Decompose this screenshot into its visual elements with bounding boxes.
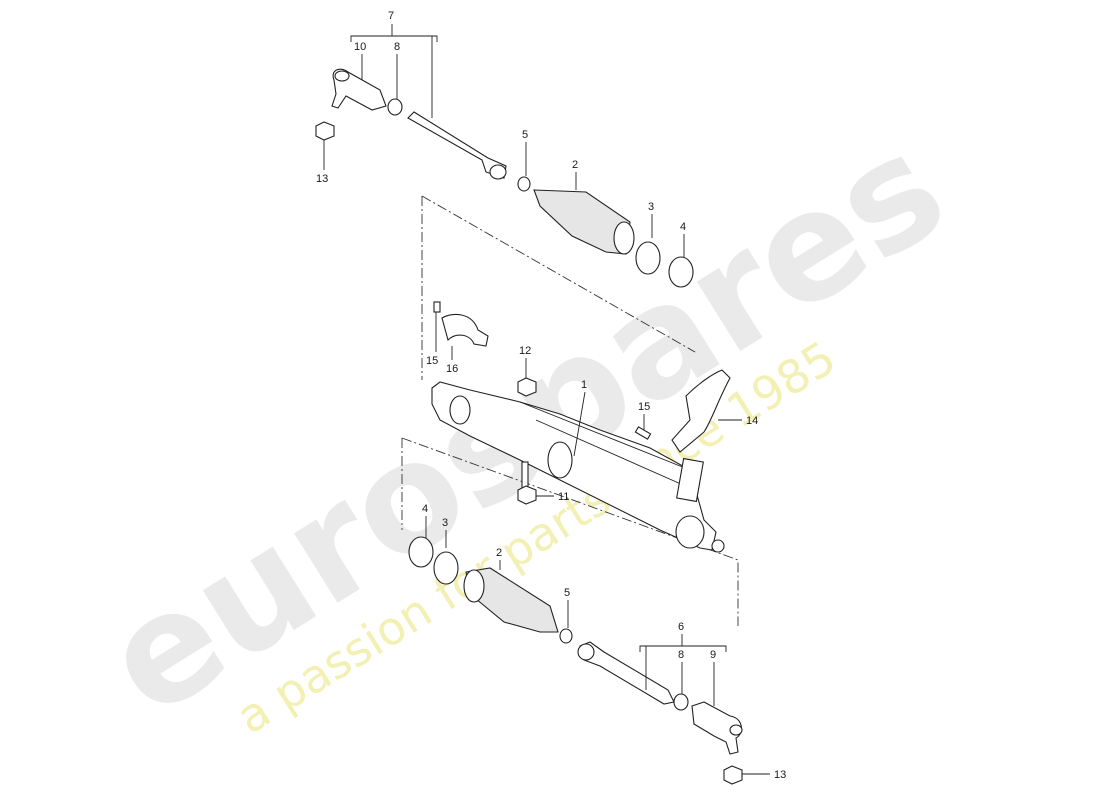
callout-labels: 7 10 8 13 5 2 3 4 15 16 12 1 15 14 11 4 … bbox=[316, 10, 786, 781]
callout-13-bottom: 13 bbox=[774, 769, 786, 781]
nut-13-bottom bbox=[723, 765, 743, 785]
callout-2-top: 2 bbox=[572, 159, 578, 171]
callout-2-bottom: 2 bbox=[496, 547, 502, 559]
bolt-15-right bbox=[634, 414, 652, 440]
nut-8-bottom bbox=[673, 693, 689, 711]
callout-5-top: 5 bbox=[522, 129, 528, 141]
callout-7: 7 bbox=[388, 10, 394, 22]
callout-1: 1 bbox=[581, 379, 587, 391]
callout-3-bottom: 3 bbox=[442, 517, 448, 529]
clamp-5-top bbox=[517, 176, 531, 192]
callout-15-left: 15 bbox=[426, 355, 438, 367]
lower-tie-rod-assembly bbox=[408, 516, 770, 785]
clamp-bracket-16 bbox=[441, 313, 489, 347]
nut-12 bbox=[517, 358, 537, 397]
callout-9: 9 bbox=[710, 649, 716, 661]
steering-boot-top bbox=[533, 189, 631, 255]
callout-13-top: 13 bbox=[316, 173, 328, 185]
clamp-5-bottom bbox=[559, 628, 573, 644]
nut-8-top bbox=[387, 98, 403, 116]
steering-rack-housing bbox=[431, 381, 725, 553]
callout-12: 12 bbox=[519, 345, 531, 357]
callout-4-bottom: 4 bbox=[422, 503, 428, 515]
bolt-11 bbox=[517, 461, 554, 505]
assembly-outline-top bbox=[421, 195, 696, 380]
heat-shield-14 bbox=[671, 369, 742, 453]
callout-8-top: 8 bbox=[394, 41, 400, 53]
callout-15-right: 15 bbox=[638, 401, 650, 413]
callout-11: 11 bbox=[558, 491, 569, 503]
nut-13-top bbox=[315, 121, 335, 141]
callout-16: 16 bbox=[446, 363, 458, 375]
o-ring-4-bottom bbox=[408, 536, 434, 568]
callout-3-top: 3 bbox=[648, 201, 654, 213]
callout-14: 14 bbox=[746, 415, 758, 427]
mounting-clamp bbox=[433, 301, 489, 360]
clamp-3-bottom bbox=[433, 551, 459, 585]
assembly-outline-bottom bbox=[401, 437, 739, 626]
callout-6: 6 bbox=[678, 621, 684, 633]
callout-8-bottom: 8 bbox=[678, 649, 684, 661]
clamp-3-top bbox=[635, 241, 661, 275]
callout-5-bottom: 5 bbox=[564, 587, 570, 599]
upper-tie-rod-assembly bbox=[315, 24, 694, 288]
callout-10: 10 bbox=[354, 41, 366, 53]
o-ring-4-top bbox=[668, 256, 694, 288]
callout-4-top: 4 bbox=[680, 221, 686, 233]
